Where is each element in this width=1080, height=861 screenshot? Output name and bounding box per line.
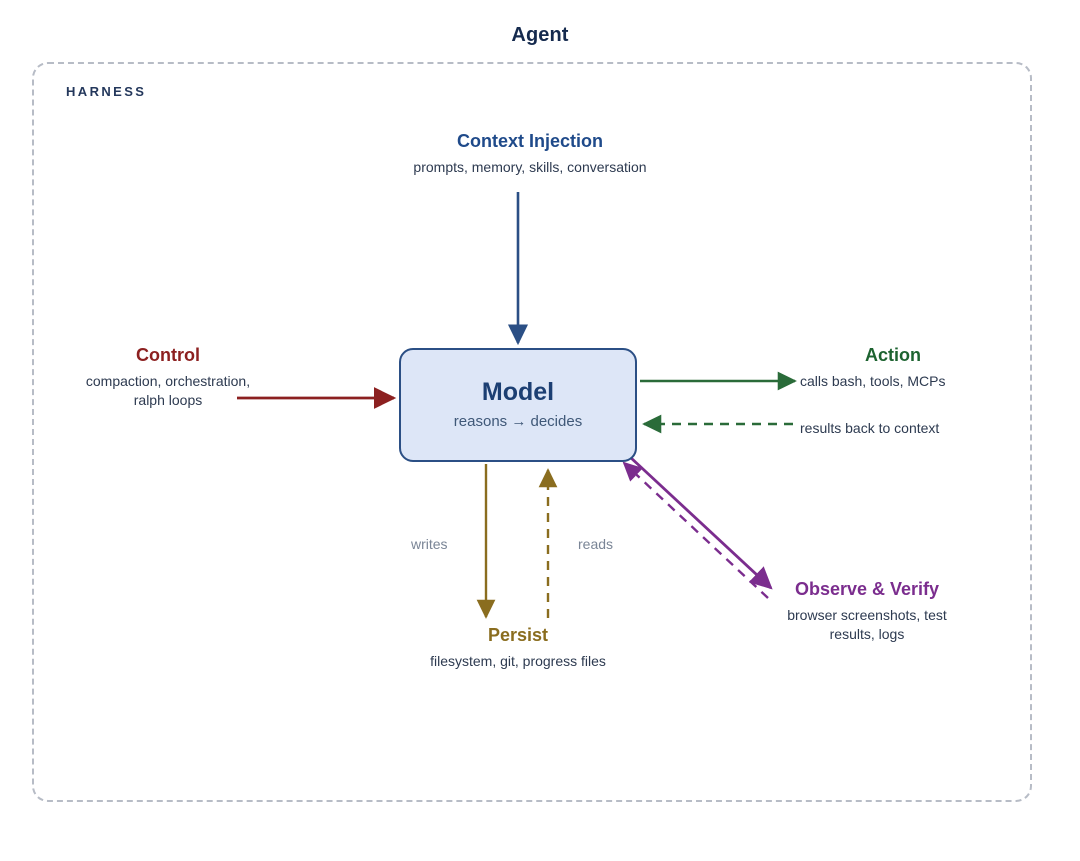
node-action-heading: Action	[865, 345, 921, 365]
node-context-injection-desc: prompts, memory, skills, conversation	[413, 158, 647, 175]
harness-container	[32, 62, 1032, 802]
model-node[interactable]: Model reasons → decides	[399, 348, 637, 462]
node-action-desc-line-1: calls bash, tools, MCPs	[800, 372, 946, 389]
node-context-injection[interactable]: Context Injection prompts, memory, skill…	[353, 130, 707, 177]
node-observe-verify[interactable]: Observe & Verify browser screenshots, te…	[740, 578, 994, 644]
node-context-injection-heading: Context Injection	[456, 131, 603, 151]
node-control-heading: Control	[136, 345, 200, 365]
node-control[interactable]: Control compaction, orchestration, ralph…	[48, 344, 288, 410]
node-action-desc-line-2: results back to context	[800, 419, 940, 436]
model-node-title: Model	[481, 378, 555, 407]
node-observe-verify-desc-line-1: browser screenshots, test	[787, 606, 947, 623]
node-control-desc-line-1: compaction, orchestration,	[85, 372, 251, 389]
edge-label-writes: writes	[411, 536, 448, 552]
node-action[interactable]: Action calls bash, tools, MCPs results b…	[800, 344, 1030, 438]
node-observe-verify-heading: Observe & Verify	[794, 579, 940, 599]
node-persist-heading: Persist	[487, 625, 549, 645]
node-persist[interactable]: Persist filesystem, git, progress files	[398, 624, 638, 671]
edge-label-reads: reads	[578, 536, 614, 552]
node-control-desc-line-2: ralph loops	[133, 391, 203, 408]
harness-label: HARNESS	[66, 84, 147, 99]
node-persist-desc: filesystem, git, progress files	[430, 652, 606, 669]
page-title: Agent	[511, 24, 569, 46]
model-node-subtitle: reasons → decides	[453, 412, 583, 430]
node-observe-verify-desc-line-2: results, logs	[829, 625, 905, 642]
